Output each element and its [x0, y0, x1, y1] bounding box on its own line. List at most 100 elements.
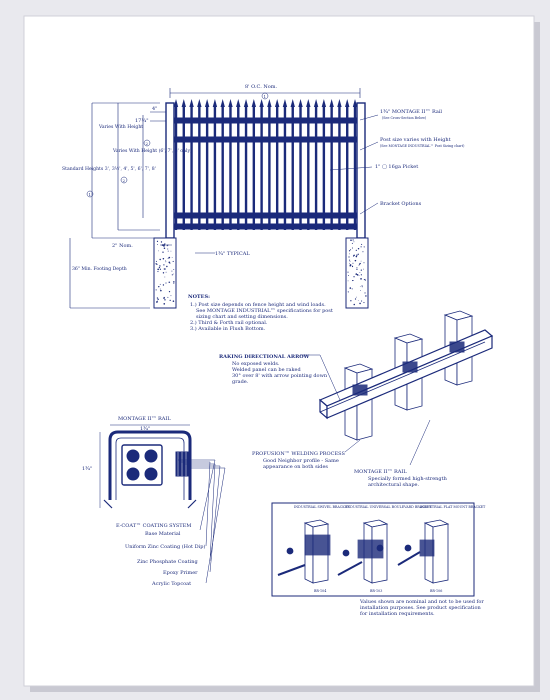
picket-spear-tip: [267, 99, 272, 107]
stipple-dot: [361, 285, 363, 287]
stipple-dot: [166, 265, 168, 268]
stipple-dot: [357, 299, 359, 301]
stipple-dot: [166, 245, 168, 247]
raking-line: No exposed welds.: [232, 361, 280, 367]
disclaimer: Values shown are nominal and not to be u…: [359, 599, 484, 617]
stipple-dot: [353, 303, 355, 306]
bracket-code: BR-103: [370, 589, 382, 593]
stipple-dot: [163, 268, 165, 270]
stipple-dot: [159, 268, 161, 270]
right-footing: [345, 237, 369, 309]
stipple-dot: [358, 275, 360, 277]
bracket-code: BR-104: [314, 589, 326, 593]
raking-line: Welded panel can be raked: [232, 367, 301, 373]
stipple-dot: [157, 244, 158, 245]
picket-spear-tip: [251, 99, 257, 107]
stipple-dot: [167, 250, 169, 252]
footing-stipple: [155, 239, 367, 306]
stipple-dot: [162, 272, 165, 274]
picket-spear-tip: [220, 99, 225, 107]
raking-line: 30° over 8' with arrow pointing down: [232, 373, 328, 379]
picket: [213, 106, 217, 230]
section-height: 1¾": [82, 465, 92, 472]
stipple-dot: [363, 262, 365, 264]
picket-spear-tip: [212, 99, 218, 107]
picket: [244, 106, 248, 230]
stipple-dot: [359, 262, 361, 265]
stipple-dot: [360, 290, 362, 291]
stipple-dot: [353, 241, 355, 243]
stipple-dot: [349, 287, 352, 289]
typical-dim: 1¾" TYPICAL: [215, 250, 250, 257]
stipple-dot: [349, 261, 351, 263]
rail-cross-section: [99, 424, 226, 584]
iso-rail-line: architectural shape.: [368, 482, 419, 488]
left-post: [165, 102, 175, 239]
coating-layer: Uniform Zinc Coating (Hot Dip): [125, 543, 205, 550]
stipple-dot: [155, 289, 157, 291]
picket-spear-tip: [259, 99, 264, 107]
stipple-dot: [356, 268, 358, 270]
stipple-dot: [156, 240, 159, 243]
stipple-dot: [362, 251, 364, 253]
stipple-dot: [360, 300, 363, 302]
ref-1b: 1: [89, 192, 92, 197]
stipple-dot: [167, 258, 169, 259]
ref-2b: 2: [123, 178, 126, 183]
stipple-dot: [359, 286, 361, 288]
stipple-dot: [165, 271, 167, 273]
varies-height-2: Varies With Height (6', 7', 8' only): [112, 147, 192, 154]
stipple-dot: [360, 274, 362, 276]
bracket-code: BR-106: [430, 589, 442, 593]
note-line: 1.) Post size depends on fence height an…: [190, 301, 326, 308]
stipple-dot: [350, 239, 352, 241]
stipple-dot: [352, 239, 354, 241]
iso-rail-title: MONTAGE II™ RAIL: [354, 469, 407, 475]
picket-label: 1" ▢ 16ga Picket: [375, 164, 418, 170]
stipple-dot: [355, 273, 358, 275]
stipple-dot: [349, 253, 350, 255]
stipple-dot: [365, 295, 367, 297]
stipple-dot: [170, 250, 172, 252]
bracket-labels: INDUSTRIAL SWIVEL BRACKET INDUSTRIAL UNI…: [294, 505, 486, 593]
section-title: MONTAGE II™ RAIL: [118, 416, 171, 422]
ref-2a: 2: [146, 141, 149, 146]
coating-layer: Zinc Phosphate Coating: [137, 559, 198, 565]
stipple-dot: [170, 295, 172, 297]
stipple-dot: [357, 253, 359, 255]
stipple-dot: [163, 297, 165, 299]
picket-spear-tip: [197, 99, 202, 107]
stipple-dot: [355, 296, 357, 298]
picket: [283, 106, 287, 230]
picket: [330, 106, 333, 230]
stipple-dot: [364, 278, 366, 280]
picket-spear-tip: [298, 99, 303, 107]
picket: [307, 106, 310, 230]
picket-spear-tip: [228, 99, 233, 107]
picket-spacing: 4": [152, 106, 157, 112]
stipple-dot: [162, 251, 164, 253]
raking-line: grade.: [232, 379, 249, 385]
coating-layer: Epoxy Primer: [163, 570, 198, 576]
bracket-label: INDUSTRIAL SWIVEL BRACKET: [294, 505, 350, 509]
stipple-dot: [347, 271, 349, 273]
stipple-dot: [173, 281, 175, 283]
picket: [275, 106, 279, 230]
rail-note: (See Cross-Section Below): [382, 116, 427, 120]
stipple-dot: [349, 259, 351, 261]
second-rail: [169, 136, 361, 143]
stipple-dot: [352, 262, 354, 264]
stipple-dot: [169, 299, 171, 301]
stipple-dot: [164, 276, 166, 278]
note-line: sizing chart and setting dimensions.: [196, 314, 288, 320]
stipple-dot: [164, 268, 166, 270]
stipple-dot: [360, 246, 362, 248]
stipple-dot: [360, 269, 362, 271]
stipple-dot: [158, 250, 159, 252]
disclaimer-line: for installation requirements.: [360, 611, 435, 617]
stipple-dot: [168, 291, 171, 293]
third-rail: [169, 212, 361, 219]
stipple-dot: [163, 247, 166, 250]
stipple-dot: [359, 302, 361, 305]
stipple-dot: [348, 256, 350, 258]
